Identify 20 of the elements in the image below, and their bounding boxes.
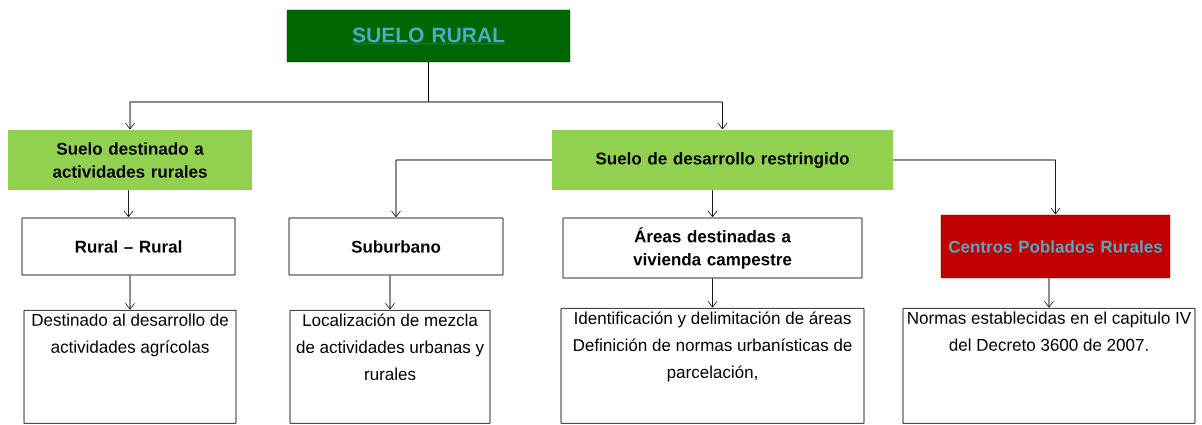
class-box: Centros Poblados Rurales [940, 214, 1171, 279]
class-box: Rural – Rural [21, 217, 236, 276]
description-box: Normas establecidas en el capitulo IV del Decreto 3600 de 2007. [902, 308, 1196, 424]
class-box: Áreas destinadas a vivienda campestre [562, 217, 863, 279]
arrow [391, 159, 553, 218]
arrow [125, 274, 135, 310]
category-box: Suelo de desarrollo restringido [552, 130, 893, 190]
description-box: Localización de mezcla de actividades urbanas y rurales [289, 310, 491, 424]
arrow [892, 159, 1061, 215]
arrow [428, 61, 728, 130]
arrow [123, 189, 134, 218]
arrow [707, 277, 718, 308]
description-box: Destinado al desarrollo de actividades agrícolas [23, 310, 237, 424]
arrow [1044, 277, 1054, 308]
category-box: Suelo destinado a actividades rurales [8, 130, 252, 190]
description-box: Identificación y delimitación de áreas Definición de normas urbanísticas de parcelación, [560, 308, 865, 424]
arrow [707, 189, 718, 218]
title-box: SUELO RURAL [286, 9, 571, 63]
class-box: Suburbano [288, 217, 504, 276]
arrow [385, 274, 395, 310]
